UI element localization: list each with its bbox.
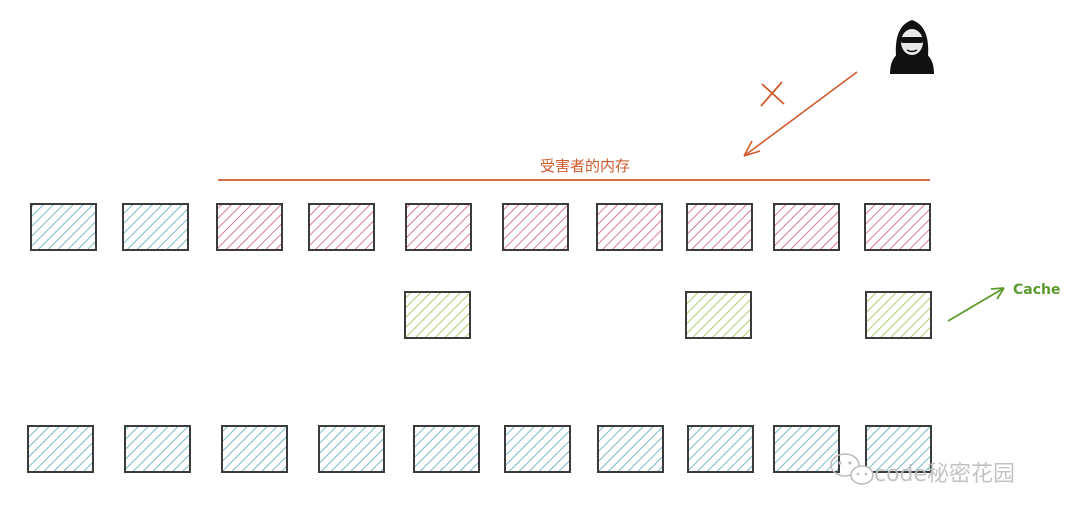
memory-top-block-4 — [308, 203, 375, 251]
memory-bottom-block-5 — [413, 425, 480, 473]
memory-bottom-block-10 — [865, 425, 932, 473]
cache-label: Cache — [1013, 282, 1060, 298]
memory-bottom-block-1 — [27, 425, 94, 473]
memory-top-block-3 — [216, 203, 283, 251]
memory-bottom-block-6 — [504, 425, 571, 473]
memory-bottom-block-8 — [687, 425, 754, 473]
memory-bottom-block-9 — [773, 425, 840, 473]
attack-arrow — [743, 71, 858, 157]
memory-bottom-block-7 — [597, 425, 664, 473]
cache-block-8 — [685, 291, 752, 339]
memory-top-block-10 — [864, 203, 931, 251]
memory-bottom-block-2 — [124, 425, 191, 473]
memory-top-block-2 — [122, 203, 189, 251]
memory-label: 受害者的内存 — [540, 157, 630, 175]
cross-mark-icon — [760, 81, 785, 107]
memory-bottom-block-4 — [318, 425, 385, 473]
memory-row-top — [30, 203, 931, 251]
cache-arrow — [947, 287, 1005, 322]
memory-bottom-block-3 — [221, 425, 288, 473]
memory-row-bottom — [27, 425, 932, 473]
memory-top-block-7 — [596, 203, 663, 251]
hacker-icon — [884, 16, 940, 76]
watermark-text: code秘密花园 — [874, 462, 1015, 487]
memory-top-block-5 — [405, 203, 472, 251]
wechat-icon — [830, 453, 874, 485]
memory-top-block-6 — [502, 203, 569, 251]
memory-top-block-1 — [30, 203, 97, 251]
cache-block-5 — [404, 291, 471, 339]
cache-block-10 — [865, 291, 932, 339]
memory-top-block-8 — [686, 203, 753, 251]
memory-top-block-9 — [773, 203, 840, 251]
cache-row — [404, 291, 932, 339]
